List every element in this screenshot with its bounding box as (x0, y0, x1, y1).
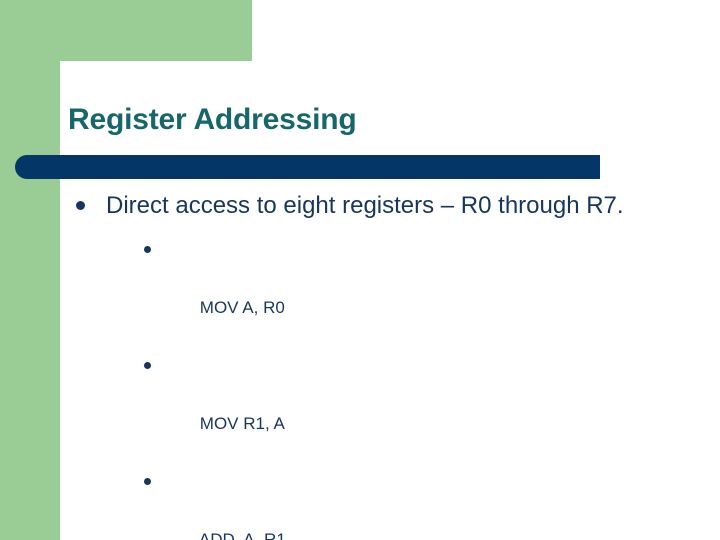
bullet-dot-icon (144, 246, 151, 253)
list-item: MOV R1, A (142, 351, 708, 467)
instruction-text: MOV R1, A (199, 414, 285, 433)
list-item: MOV A, R0 (142, 235, 708, 351)
sub-bullet-list: MOV A, R0 MOV R1, A ADD A, R1 Not all co… (68, 235, 708, 540)
bullet-level1-text: Direct access to eight registers – R0 th… (106, 192, 624, 219)
title-divider-bar (15, 155, 600, 179)
bullet-level1: Direct access to eight registers – R0 th… (68, 190, 698, 221)
bullet-dot-icon (76, 201, 85, 210)
page-title: Register Addressing (68, 103, 357, 136)
bullet-dot-icon (144, 478, 151, 485)
instruction-text: MOV A, R0 (199, 298, 285, 317)
slide-content-panel (60, 61, 720, 540)
bullet-dot-icon (144, 362, 151, 369)
instruction-text: ADD A, R1 (198, 530, 286, 540)
decorative-green-top-block (0, 0, 252, 61)
list-item: ADD A, R1 (142, 467, 708, 540)
slide-body: Direct access to eight registers – R0 th… (68, 190, 708, 540)
decorative-green-left-strip (0, 0, 60, 540)
